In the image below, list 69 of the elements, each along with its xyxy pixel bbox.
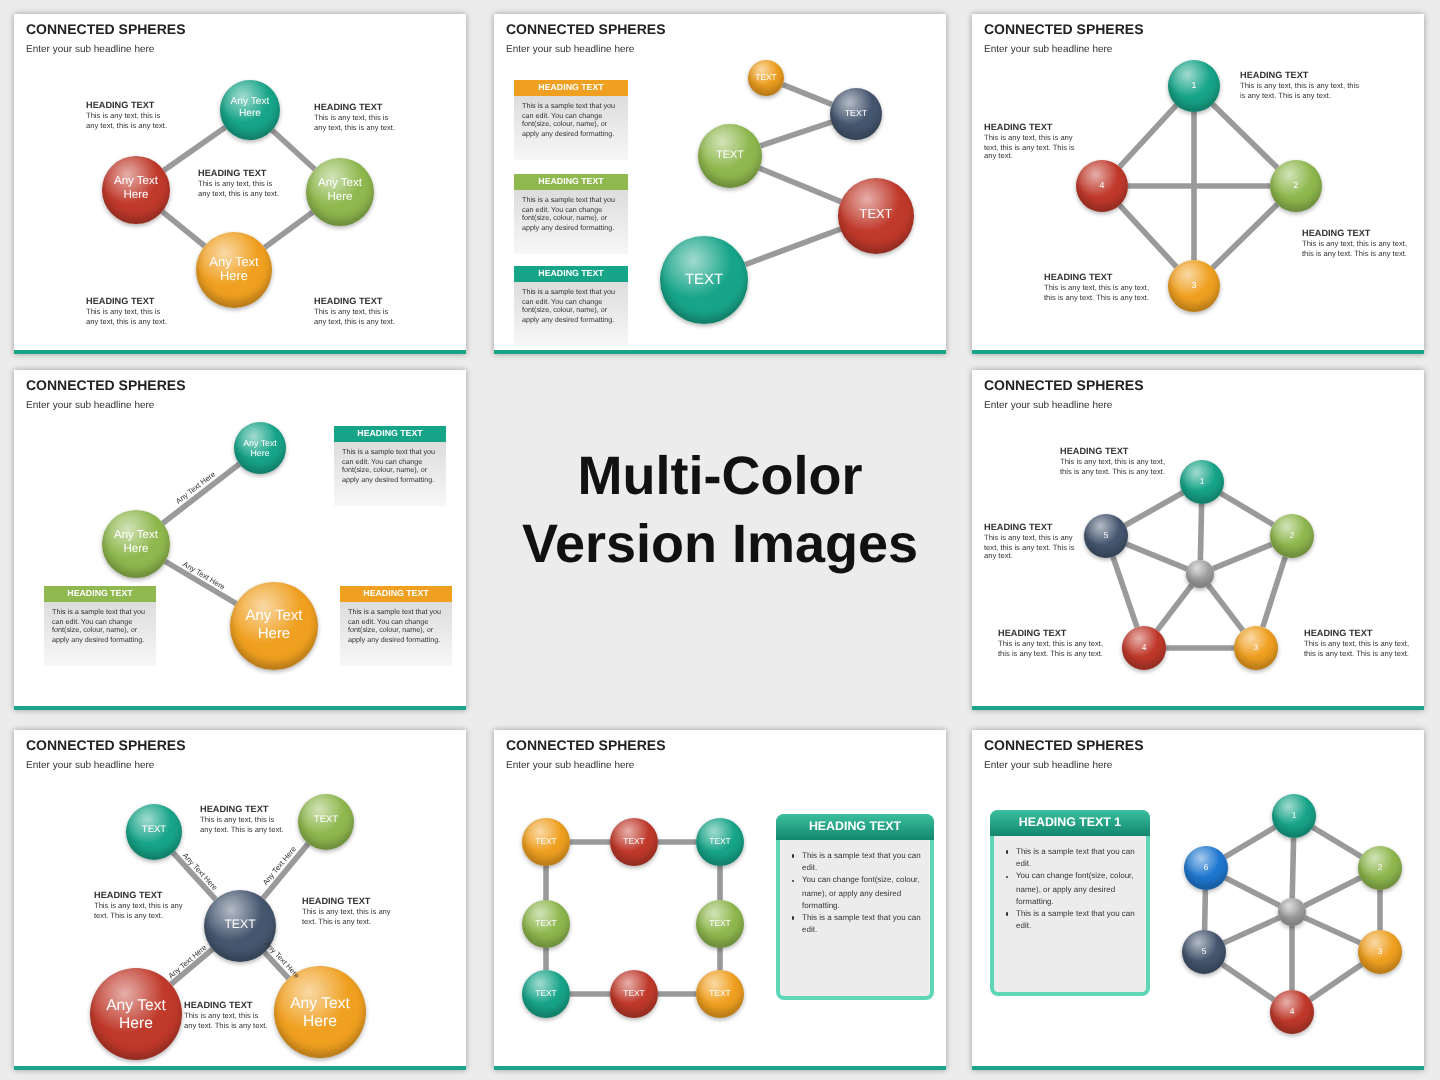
- slide-card: [14, 730, 466, 1070]
- connector-bar: [1222, 915, 1281, 946]
- text-panel: [776, 814, 934, 1000]
- connector-bar: [1219, 491, 1275, 527]
- text-card: [44, 586, 156, 666]
- connector-bar: [1289, 926, 1295, 990]
- connector-bar: [1311, 825, 1363, 859]
- slide-card: [972, 730, 1424, 1070]
- connector-bar: [162, 124, 227, 173]
- connector-bar: [1197, 503, 1205, 561]
- connector-bar: [161, 461, 242, 526]
- connector-bar: [1223, 824, 1277, 860]
- connector-bar: [1303, 915, 1362, 946]
- connector-bar: [758, 165, 842, 205]
- connector-bar: [1210, 102, 1280, 170]
- connector-bar: [1206, 583, 1246, 633]
- connector-bar: [1289, 837, 1297, 899]
- slide-card: [14, 14, 466, 354]
- connector-bar: [270, 128, 317, 172]
- connector-bar: [781, 82, 833, 107]
- connector-bar: [1117, 203, 1179, 269]
- connector-bar: [1128, 183, 1270, 189]
- connector-bar: [160, 209, 207, 249]
- connector-bar: [1191, 112, 1197, 260]
- slide-card: [972, 14, 1424, 354]
- connector-bar: [1125, 541, 1189, 572]
- slide-card: [972, 370, 1424, 710]
- connector-bar: [717, 866, 723, 900]
- connector-bar: [1154, 583, 1194, 633]
- connector-bar: [262, 950, 291, 981]
- connector-bar: [543, 948, 549, 970]
- connector-bar: [759, 119, 833, 149]
- slide-card: [494, 730, 946, 1070]
- connector-bar: [570, 839, 610, 845]
- connector-bar: [163, 559, 238, 606]
- connector-bar: [1201, 889, 1209, 931]
- connector-bar: [260, 841, 311, 900]
- connector-bar: [262, 209, 315, 250]
- page-title: Multi-Color Version Images: [519, 444, 921, 578]
- connector-bar: [1210, 202, 1280, 270]
- connector-bar: [658, 839, 696, 845]
- hub-sphere: [1186, 560, 1214, 588]
- connector-bar: [1166, 645, 1234, 651]
- connector-bar: [744, 226, 842, 268]
- text-card: [514, 80, 628, 160]
- connector-bar: [543, 866, 549, 900]
- connector-bar: [1260, 556, 1288, 628]
- connector-bar: [1303, 875, 1362, 909]
- connector-bar: [1110, 555, 1140, 629]
- slide-card: [494, 14, 946, 354]
- text-card: [334, 426, 446, 506]
- connector-bar: [658, 991, 696, 997]
- text-card: [514, 174, 628, 254]
- text-card: [514, 266, 628, 346]
- text-panel: [990, 810, 1150, 996]
- connector-bar: [1211, 541, 1273, 572]
- connector-bar: [1377, 890, 1383, 930]
- connector-bar: [1220, 962, 1276, 1002]
- connector-bar: [170, 850, 218, 902]
- slide-card: [14, 370, 466, 710]
- connector-bar: [717, 948, 723, 970]
- connector-bar: [1123, 490, 1185, 528]
- connector-bar: [1224, 875, 1281, 909]
- connector-bar: [1117, 103, 1179, 169]
- connector-bar: [169, 947, 215, 987]
- connector-bar: [570, 991, 610, 997]
- hub-sphere: [1278, 898, 1306, 926]
- text-card: [340, 586, 452, 666]
- connector-bar: [1308, 962, 1364, 1002]
